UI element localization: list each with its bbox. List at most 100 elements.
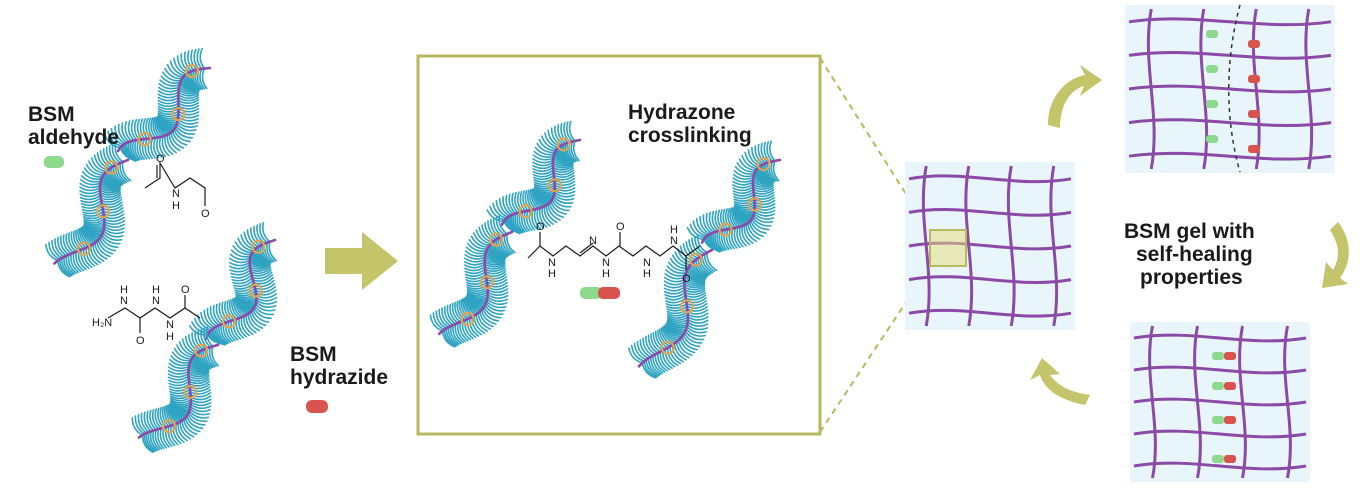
glycan-bristle: [666, 265, 687, 274]
glycan-bristle: [538, 138, 557, 152]
glycan-bristle: [650, 333, 662, 353]
box-chain-b-upper: [686, 140, 782, 253]
glycan-bristle: [83, 218, 105, 224]
glycan-bristle: [560, 122, 569, 144]
glycan-bristle: [468, 239, 489, 250]
glycan-bristle: [516, 191, 524, 213]
gel-strand-vertical: [1049, 165, 1059, 327]
glycan-bristle: [152, 116, 159, 139]
glycan-bristle: [552, 165, 574, 171]
glycan-bristle: [161, 135, 170, 157]
glycan-bristle: [732, 188, 755, 194]
glycan-bristle: [168, 132, 181, 152]
gel-strand-horizontal: [1128, 84, 1332, 94]
glycan-bristle: [232, 297, 243, 318]
glycan-bristle: [177, 104, 200, 110]
glycan-bristle: [486, 281, 508, 288]
glycan-bristle: [81, 226, 94, 245]
glycan-bristle: [82, 210, 104, 217]
glycan-bristle: [243, 231, 258, 249]
glycan-bristle: [253, 279, 275, 288]
glycan-bristle: [647, 357, 661, 376]
hydrazide-chain-lower: [131, 326, 220, 454]
glycan-bristle: [516, 212, 525, 233]
glycan-bristle: [663, 289, 686, 295]
glycan-bristle: [464, 319, 474, 340]
glycan-bristle: [251, 271, 273, 280]
glycan-bristle: [186, 413, 206, 426]
glycan-bristle: [157, 96, 180, 102]
crosslink-label-line1: Hydrazone: [628, 101, 735, 124]
glycan-bristle: [90, 157, 107, 173]
chain-node: [248, 283, 263, 298]
glycan-bristle: [187, 368, 210, 374]
glycan-bristle: [553, 191, 576, 198]
glycan-bristle: [192, 69, 201, 91]
glycan-bristle: [82, 247, 93, 268]
hydrazone-n3: N: [602, 257, 610, 269]
glycan-bristle: [464, 265, 486, 272]
glycan-bristle: [449, 325, 461, 345]
glycan-bristle: [464, 270, 487, 277]
glycan-bristle: [752, 186, 775, 193]
glycan-bristle: [479, 310, 494, 328]
glycan-bristle: [188, 380, 211, 387]
glycan-bristle: [701, 254, 714, 274]
glycan-bristle: [183, 51, 193, 72]
glycan-bristle: [121, 161, 132, 182]
glycan-bristle: [443, 328, 457, 348]
chain-node: [479, 275, 494, 290]
glycan-bristle: [666, 319, 689, 325]
glycan-bristle: [151, 408, 160, 430]
glycan-bristle: [167, 375, 190, 381]
glycan-bristle: [85, 246, 96, 267]
glycan-bristle: [696, 234, 708, 254]
glycan-bristle: [101, 233, 121, 245]
glycan-bristle: [545, 204, 558, 224]
glycan-bristle: [684, 289, 706, 296]
glycan-bristle: [664, 348, 676, 368]
glycan-bristle: [743, 224, 754, 244]
glycan-bristle: [177, 110, 200, 116]
glycan-bristle: [752, 184, 774, 190]
glycan-bristle: [697, 257, 711, 276]
glycan-bristle: [134, 139, 141, 161]
glycan-bristle: [80, 199, 102, 207]
glycan-bristle: [234, 241, 254, 254]
glycan-bristle: [189, 389, 211, 395]
hydrazide-label-line1: BSM: [290, 343, 337, 366]
glycan-bristle: [188, 383, 211, 390]
chain-node: [756, 157, 771, 172]
glycan-bristle: [209, 306, 220, 326]
glycan-bristle: [230, 268, 252, 276]
glycan-bristle: [486, 298, 508, 306]
gel-strand-vertical: [1304, 8, 1314, 170]
gel-strand-horizontal: [1133, 397, 1307, 407]
glycan-bristle: [449, 303, 459, 324]
gel-strand-horizontal: [1133, 429, 1307, 439]
glycan-bristle: [216, 325, 227, 345]
glycan-bristle: [177, 107, 200, 113]
chain-node: [660, 340, 675, 355]
glycan-bristle: [246, 229, 260, 248]
glycan-bristle: [145, 432, 156, 453]
glycan-bristle: [673, 342, 687, 361]
glycan-bristle: [486, 296, 509, 302]
glycan-bristle: [157, 99, 180, 105]
glycan-bristle: [254, 282, 276, 290]
glycan-bristle: [489, 205, 506, 221]
glycan-bristle: [100, 196, 122, 203]
glycan-bristle: [141, 138, 148, 160]
glycan-bristle: [205, 326, 214, 348]
glycan-bristle: [663, 276, 686, 283]
glycan-bristle: [484, 264, 506, 270]
glycan-bristle: [738, 158, 757, 171]
glycan-bristle: [531, 188, 539, 210]
healed-hydrazide-tag: [1224, 352, 1236, 360]
hydrazone-o1: O: [536, 221, 545, 233]
glycan-bristle: [187, 374, 210, 380]
glycan-bristle: [460, 299, 471, 319]
glycan-bristle: [454, 323, 465, 344]
glycan-bristle: [169, 60, 186, 77]
glycan-bristle: [268, 240, 278, 262]
